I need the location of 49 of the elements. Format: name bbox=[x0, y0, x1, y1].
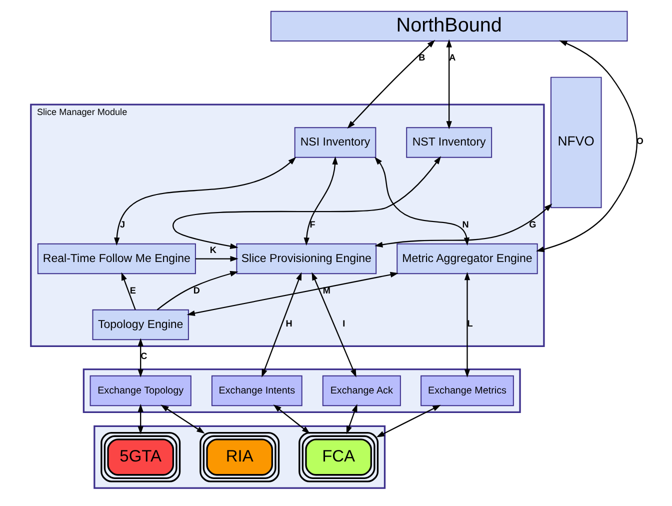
arrow bbox=[311, 272, 356, 378]
arrow bbox=[346, 404, 357, 434]
node-box: 5GTA bbox=[100, 432, 180, 482]
edge-label: E bbox=[129, 285, 136, 296]
edge-label: J bbox=[119, 219, 125, 230]
edge-label: M bbox=[322, 285, 330, 296]
arrow bbox=[374, 204, 552, 248]
edge-label: K bbox=[209, 244, 216, 255]
node-box: Exchange Topology bbox=[89, 375, 191, 406]
arrow bbox=[186, 272, 398, 316]
arrow bbox=[137, 404, 143, 434]
arrow bbox=[272, 404, 310, 434]
arrow bbox=[194, 256, 238, 262]
node-box: NFVO bbox=[550, 76, 602, 208]
node-box: Exchange Metrics bbox=[420, 375, 514, 406]
edge-label: F bbox=[309, 219, 315, 230]
edge-label: I bbox=[342, 318, 345, 328]
arrow bbox=[374, 156, 469, 246]
node-box: NST Inventory bbox=[406, 127, 492, 158]
arrow bbox=[156, 270, 238, 310]
arrow bbox=[376, 404, 440, 438]
edge-label: H bbox=[285, 318, 292, 328]
arrow bbox=[536, 40, 638, 252]
node-box: RIA bbox=[199, 432, 280, 482]
edge-label: D bbox=[192, 285, 200, 296]
node-box: Slice Provisioning Engine bbox=[236, 243, 376, 274]
arrow bbox=[346, 40, 435, 129]
node-box: Exchange Ack bbox=[322, 375, 400, 406]
arrow bbox=[114, 156, 296, 246]
node-box: Real-Time Follow Me Engine bbox=[36, 243, 196, 274]
edge-label: A bbox=[448, 52, 456, 63]
arrow bbox=[261, 272, 302, 378]
node-box: Exchange Intents bbox=[210, 375, 302, 406]
node-box: Metric Aggregator Engine bbox=[396, 243, 538, 274]
arrow bbox=[172, 156, 441, 249]
node-box: Topology Engine bbox=[92, 309, 188, 340]
edge-label: C bbox=[140, 351, 147, 362]
arrow bbox=[446, 39, 452, 130]
node-box: NorthBound bbox=[270, 10, 628, 42]
edge-label: G bbox=[528, 219, 536, 230]
node-box: FCA bbox=[298, 432, 378, 482]
arrow bbox=[120, 272, 136, 310]
arrow bbox=[464, 272, 470, 378]
edge-label: B bbox=[418, 52, 425, 63]
arrow bbox=[303, 156, 338, 246]
node-box: NSI Inventory bbox=[294, 127, 376, 158]
edge-label: N bbox=[462, 219, 468, 230]
arrow bbox=[137, 338, 143, 378]
arrow bbox=[160, 404, 204, 434]
